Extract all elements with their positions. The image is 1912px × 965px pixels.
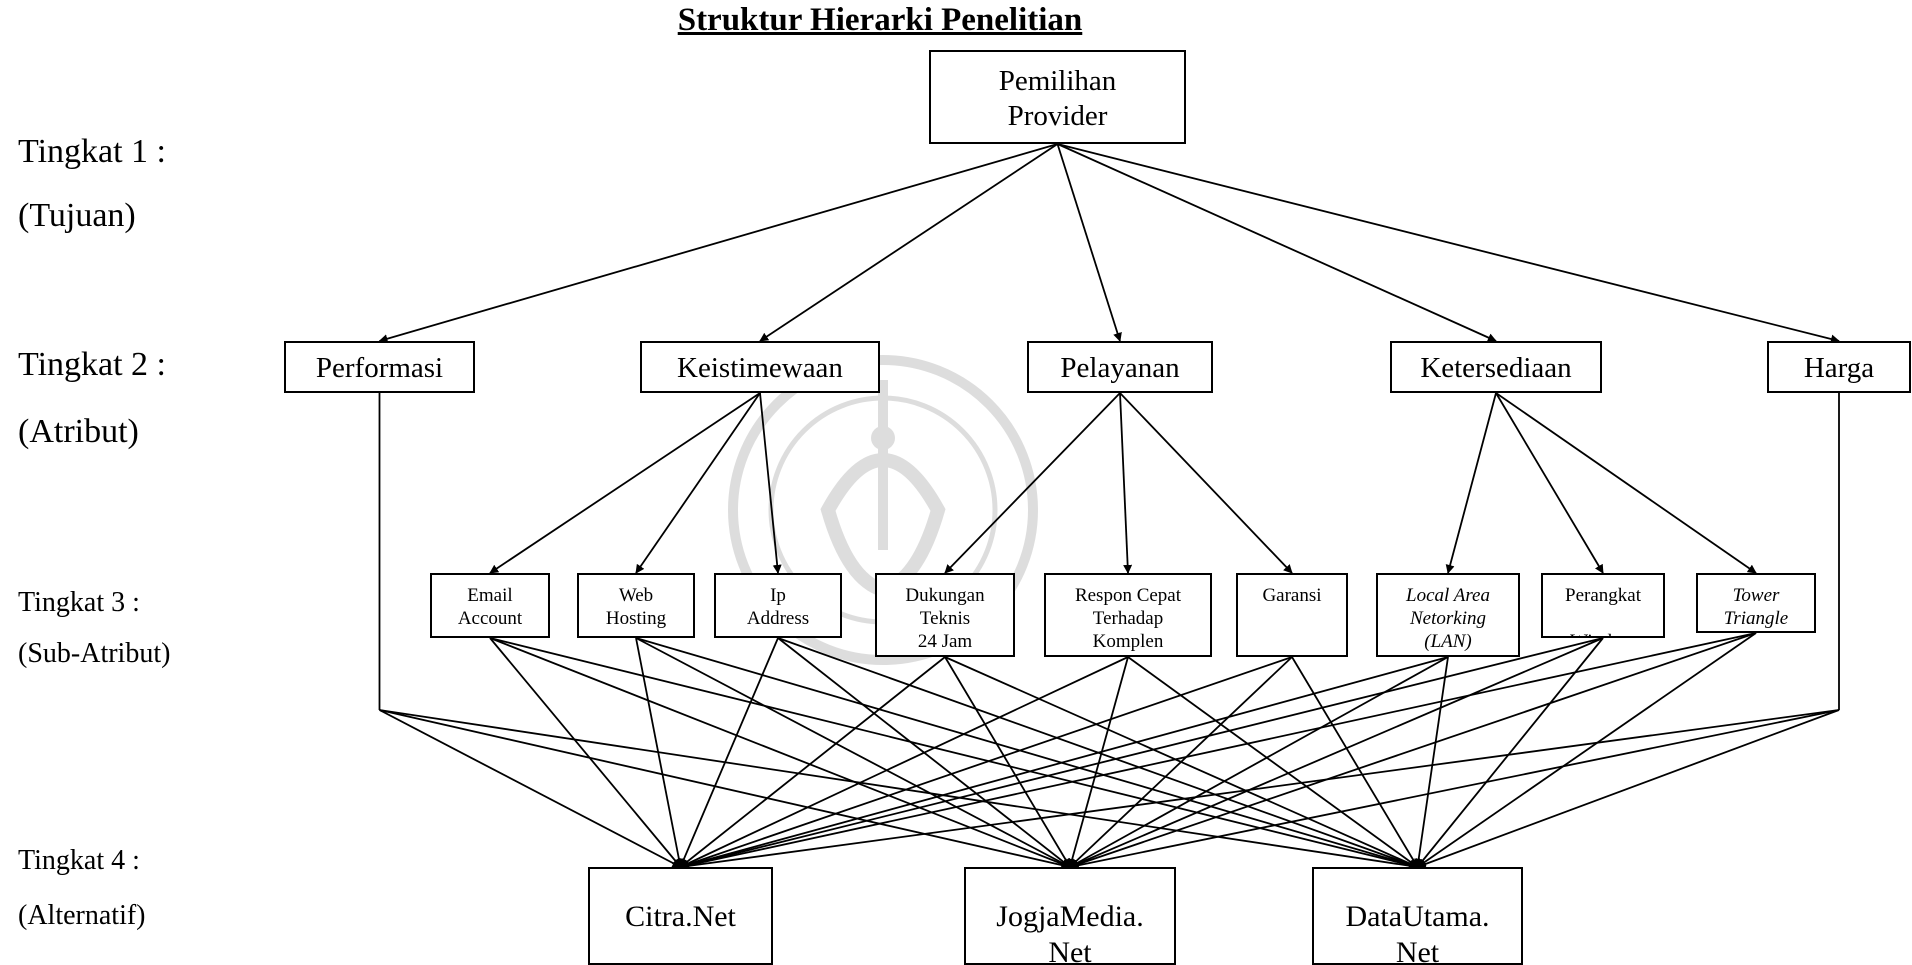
- edge-goal-to-keistimewaan: [759, 143, 1058, 342]
- edge-web-to-jogja: [635, 637, 1071, 868]
- edge-garansi-to-datautama: [1291, 656, 1419, 868]
- edge-tower-to-datautama: [1416, 632, 1757, 868]
- edge-lan-to-datautama: [1414, 656, 1449, 868]
- page-title: Struktur Hierarki Penelitian: [677, 2, 1083, 38]
- level-4-sublabel: (Alternatif): [18, 900, 146, 931]
- level-4-label: Tingkat 4 :: [18, 845, 140, 876]
- edge-goal-to-performasi: [378, 143, 1058, 344]
- edge-tower-to-citra: [679, 632, 1757, 870]
- edge-keistimewaan-to-ip: [759, 392, 782, 574]
- edge-performasi-to-citra: [379, 709, 682, 868]
- level-3-label: Tingkat 3 :: [18, 587, 140, 618]
- edge-wireless-to-citra: [679, 637, 1604, 870]
- alternative-node-jogjamedia-net: JogjaMedia. Net: [964, 867, 1176, 965]
- edge-pelayanan-to-dukungan: [944, 392, 1121, 574]
- edge-web-to-citra: [635, 637, 684, 868]
- university-seal-watermark: [728, 355, 1038, 665]
- edge-dukungan-to-jogja: [944, 656, 1071, 868]
- edge-pelayanan-to-garansi: [1119, 392, 1293, 574]
- edge-tower-to-jogja: [1069, 632, 1757, 869]
- edge-email-to-datautama: [489, 637, 1419, 870]
- edge-garansi-to-citra: [679, 656, 1293, 869]
- edge-dukungan-to-citra: [679, 656, 946, 868]
- sub-attribute-node-web-hosting: Web Hosting: [577, 573, 695, 638]
- attribute-node-keistimewaan: Keistimewaan: [640, 341, 880, 393]
- level-2-sublabel: (Atribut): [18, 413, 139, 450]
- edge-goal-to-harga: [1057, 143, 1840, 344]
- edge-respon-to-citra: [679, 656, 1129, 868]
- sub-attribute-node-garansi: Garansi: [1236, 573, 1348, 657]
- alternative-node-datautama-net: DataUtama. Net: [1312, 867, 1523, 965]
- edge-performasi-to-jogja: [379, 709, 1071, 870]
- edge-harga-to-datautama: [1416, 709, 1840, 869]
- edge-goal-to-ketersediaan: [1057, 143, 1497, 342]
- sub-attribute-node-email-account: Email Account: [430, 573, 550, 638]
- edge-performasi-to-datautama: [379, 709, 1419, 871]
- edge-garansi-to-jogja: [1069, 656, 1293, 868]
- goal-node: Pemilihan Provider: [929, 50, 1186, 144]
- sub-attribute-node-ip-address: Ip Address: [714, 573, 842, 638]
- attribute-node-ketersediaan: Ketersediaan: [1390, 341, 1602, 393]
- level-2-label: Tingkat 2 :: [18, 346, 167, 383]
- edge-harga-to-jogja: [1069, 709, 1840, 870]
- edge-email-to-citra: [489, 637, 682, 868]
- attribute-node-performasi: Performasi: [284, 341, 475, 393]
- edge-goal-to-pelayanan: [1056, 143, 1122, 342]
- edge-ketersediaan-to-wireless: [1495, 392, 1604, 574]
- level-3-sublabel: (Sub-Atribut): [18, 638, 171, 669]
- edge-keistimewaan-to-web: [635, 392, 761, 574]
- level-1-label: Tingkat 1 :: [18, 133, 167, 170]
- sub-attribute-node-respon-cepat: Respon Cepat Terhadap Komplen: [1044, 573, 1212, 657]
- edge-keistimewaan-to-email: [489, 392, 761, 574]
- edge-ketersediaan-to-lan: [1445, 392, 1497, 574]
- edge-ip-to-citra: [679, 637, 779, 868]
- attribute-node-pelayanan: Pelayanan: [1027, 341, 1213, 393]
- edge-email-to-jogja: [489, 637, 1071, 869]
- edge-ketersediaan-to-tower: [1495, 392, 1757, 574]
- sub-attribute-node-tower-triangle: Tower Triangle: [1696, 573, 1816, 633]
- level-1-sublabel: (Tujuan): [18, 197, 136, 234]
- edge-wireless-to-datautama: [1416, 637, 1604, 868]
- sub-attribute-node-lan: Local Area Netorking (LAN): [1376, 573, 1520, 657]
- edge-respon-to-datautama: [1127, 656, 1419, 868]
- edge-lan-to-citra: [679, 656, 1449, 870]
- sub-attribute-node-dukungan-teknis: Dukungan Teknis 24 Jam: [875, 573, 1015, 657]
- alternative-node-citra-net: Citra.Net: [588, 867, 773, 965]
- edge-wireless-to-jogja: [1069, 637, 1604, 868]
- edge-respon-to-jogja: [1067, 656, 1129, 868]
- sub-attribute-node-perangkat-wireless: Perangkat Wireless: [1541, 573, 1665, 638]
- edge-web-to-datautama: [635, 637, 1419, 870]
- attribute-node-harga: Harga: [1767, 341, 1911, 393]
- edge-pelayanan-to-respon: [1119, 392, 1133, 574]
- edge-harga-to-citra: [679, 709, 1840, 871]
